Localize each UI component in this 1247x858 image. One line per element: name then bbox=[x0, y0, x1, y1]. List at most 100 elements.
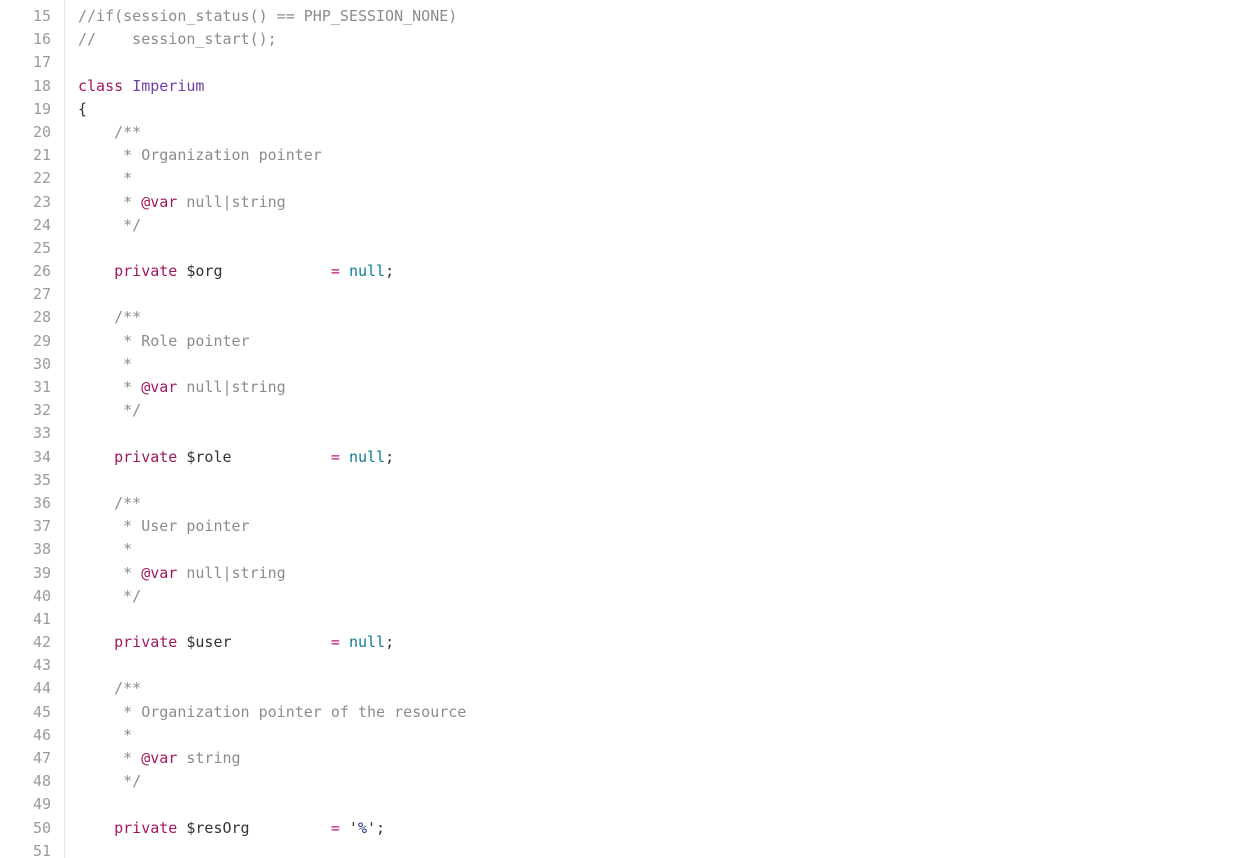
line-number: 29 bbox=[32, 331, 51, 350]
code-token-tag: @var bbox=[141, 378, 178, 396]
code-line[interactable]: 17 bbox=[0, 51, 466, 74]
code-text bbox=[64, 608, 78, 631]
code-line[interactable]: 45 * Organization pointer of the resourc… bbox=[0, 701, 466, 724]
code-line[interactable]: 23 * @var null|string bbox=[0, 191, 466, 214]
code-text: * @var null|string bbox=[64, 562, 286, 585]
line-number: 23 bbox=[32, 192, 51, 211]
code-text bbox=[64, 283, 78, 306]
code-line[interactable]: 16// session_start(); bbox=[0, 28, 466, 51]
line-number: 41 bbox=[32, 609, 51, 628]
line-number: 51 bbox=[32, 841, 51, 858]
code-lines: 15//if(session_status() == PHP_SESSION_N… bbox=[0, 5, 466, 858]
code-line[interactable]: 19 { bbox=[0, 98, 466, 121]
code-text: class Imperium bbox=[64, 75, 204, 98]
code-line[interactable]: 37 * User pointer bbox=[0, 515, 466, 538]
code-line[interactable]: 47 * @var string bbox=[0, 747, 466, 770]
line-number: 31 bbox=[32, 378, 51, 396]
code-token-tag: @var bbox=[141, 563, 178, 582]
code-line[interactable]: 46 * bbox=[0, 724, 466, 747]
code-token-comment: * bbox=[78, 749, 142, 767]
line-number: 39 bbox=[32, 563, 51, 582]
code-line[interactable]: 49 bbox=[0, 793, 466, 816]
line-number: 50 bbox=[32, 818, 51, 837]
code-token-plain: $user bbox=[177, 633, 331, 652]
line-number: 47 bbox=[32, 749, 51, 767]
code-text: /** bbox=[64, 306, 141, 329]
code-text: * bbox=[64, 353, 132, 376]
code-line[interactable]: 29 * Role pointer bbox=[0, 330, 466, 353]
code-line[interactable]: 43 bbox=[0, 654, 466, 677]
code-line[interactable]: 25 bbox=[0, 237, 466, 260]
code-line[interactable]: 48 */ bbox=[0, 770, 466, 793]
line-number: 16 bbox=[32, 30, 51, 49]
code-line[interactable]: 40 */ bbox=[0, 585, 466, 608]
code-line[interactable]: 20 /** bbox=[0, 121, 466, 144]
code-token-const: null bbox=[348, 633, 386, 652]
code-token-comment: /** bbox=[78, 122, 142, 141]
code-line[interactable]: 27 bbox=[0, 283, 466, 306]
code-line[interactable]: 26 private $org = null; bbox=[0, 260, 466, 283]
code-token-comment: * bbox=[78, 169, 133, 188]
line-number: 17 bbox=[32, 53, 51, 72]
line-number: 24 bbox=[32, 215, 51, 234]
code-line[interactable]: 35 bbox=[0, 469, 466, 492]
code-text: { bbox=[64, 98, 87, 121]
code-token-plain: ; bbox=[385, 262, 395, 281]
code-token-plain: $role bbox=[177, 447, 331, 466]
code-line[interactable]: 15//if(session_status() == PHP_SESSION_N… bbox=[0, 5, 466, 28]
code-line[interactable]: 36 /** bbox=[0, 492, 466, 515]
code-line[interactable]: 32 */ bbox=[0, 399, 466, 422]
code-line[interactable]: 21 * Organization pointer bbox=[0, 144, 466, 167]
code-line[interactable]: 50 private $resOrg = '%'; bbox=[0, 817, 466, 840]
code-token-class: Imperium bbox=[132, 76, 205, 95]
line-number: 22 bbox=[32, 169, 51, 188]
code-token-plain: ; bbox=[385, 447, 395, 466]
code-token-comment: null|string bbox=[177, 192, 286, 211]
code-line[interactable]: 51 bbox=[0, 840, 466, 858]
code-token-plain: $resOrg bbox=[177, 818, 331, 837]
code-text: * User pointer bbox=[64, 515, 249, 538]
code-line[interactable]: 39 * @var null|string bbox=[0, 562, 466, 585]
line-number: 45 bbox=[32, 702, 51, 721]
code-line[interactable]: 34 private $role = null; bbox=[0, 446, 466, 469]
line-number: 19 bbox=[32, 99, 51, 118]
code-token-comment: null|string bbox=[177, 563, 286, 582]
code-text: */ bbox=[64, 585, 141, 608]
code-line[interactable]: 31 * @var null|string bbox=[0, 376, 466, 399]
code-line[interactable]: 44 /** bbox=[0, 677, 466, 700]
code-text: */ bbox=[64, 770, 141, 793]
line-number: 43 bbox=[32, 656, 51, 675]
code-token-keyword: class bbox=[78, 76, 124, 95]
code-line[interactable]: 33 bbox=[0, 422, 466, 445]
code-line[interactable]: 30 * bbox=[0, 353, 466, 376]
code-token-op: = bbox=[330, 447, 340, 466]
code-token-comment: string bbox=[177, 749, 241, 767]
code-line[interactable]: 28 /** bbox=[0, 306, 466, 329]
code-token-comment: /** bbox=[78, 308, 142, 327]
code-text: * bbox=[64, 538, 132, 561]
code-text: /** bbox=[64, 492, 141, 515]
code-text: * bbox=[64, 724, 132, 747]
code-token-keyword: private bbox=[114, 447, 178, 466]
line-number: 27 bbox=[32, 285, 51, 304]
line-number: 49 bbox=[32, 795, 51, 814]
code-line[interactable]: 38 * bbox=[0, 538, 466, 561]
line-number: 26 bbox=[32, 262, 51, 281]
code-token-comment: * bbox=[78, 725, 133, 744]
code-token-plain bbox=[78, 819, 114, 837]
code-token-plain bbox=[78, 448, 114, 466]
code-token-comment: */ bbox=[78, 215, 142, 234]
code-text: private $resOrg = '%'; bbox=[64, 817, 385, 840]
line-number: 38 bbox=[32, 540, 51, 559]
code-text: private $org = null; bbox=[64, 260, 394, 283]
code-token-comment: null|string bbox=[177, 378, 286, 396]
code-token-comment: * Organization pointer bbox=[78, 146, 322, 165]
code-line[interactable]: 24 */ bbox=[0, 214, 466, 237]
code-line[interactable]: 22 * bbox=[0, 167, 466, 190]
code-line[interactable]: 42 private $user = null; bbox=[0, 631, 466, 654]
code-text bbox=[64, 469, 78, 492]
code-text: * @var null|string bbox=[64, 191, 286, 214]
code-line[interactable]: 41 bbox=[0, 608, 466, 631]
